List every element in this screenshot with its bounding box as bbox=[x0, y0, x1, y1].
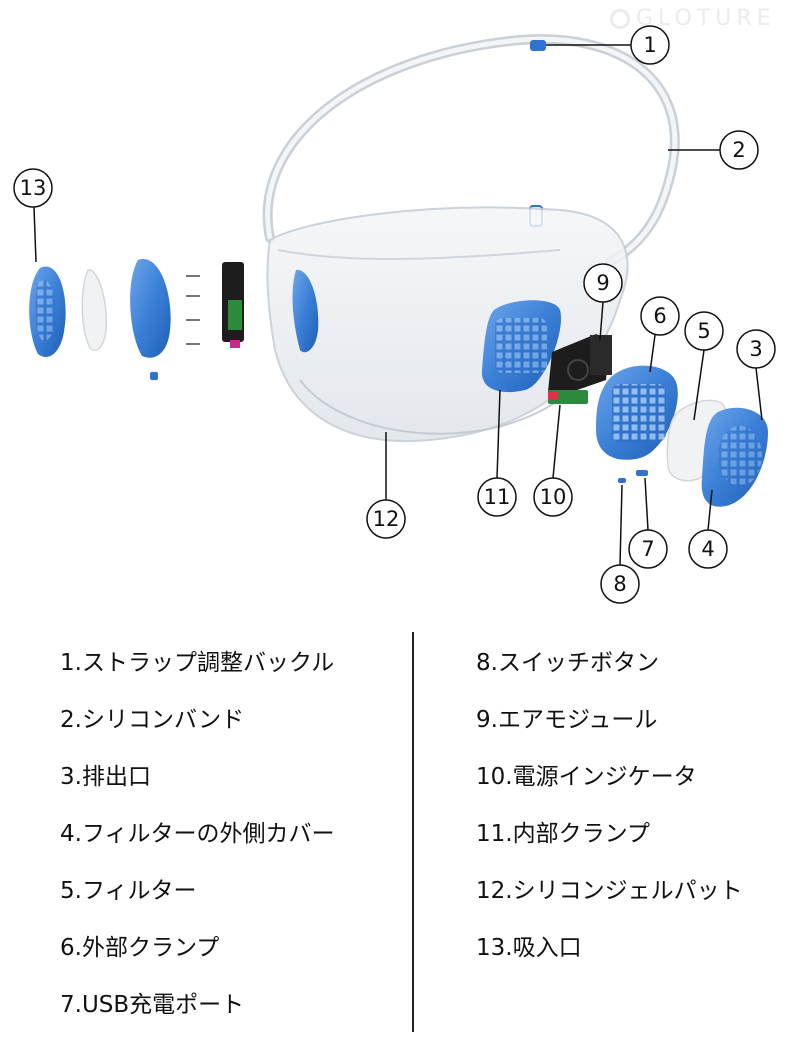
legend-item: 13.吸入口 bbox=[476, 935, 582, 961]
legend-item: 3.排出口 bbox=[60, 764, 151, 790]
legend-item: 5.フィルター bbox=[60, 878, 197, 904]
legend-item: 8.スイッチボタン bbox=[476, 650, 659, 676]
callout-4-label: 4 bbox=[701, 537, 714, 561]
legend-item: 9.エアモジュール bbox=[476, 707, 658, 733]
callout-9: 9 bbox=[583, 263, 623, 303]
legend-item: 2.シリコンバンド bbox=[60, 707, 245, 733]
clear-shell bbox=[266, 206, 629, 442]
legend-divider bbox=[412, 632, 414, 1032]
legend-item: 1.ストラップ調整バックル bbox=[60, 650, 335, 676]
callout-13: 13 bbox=[13, 168, 53, 208]
usb-port-part bbox=[636, 470, 648, 476]
left-module-part bbox=[222, 262, 244, 348]
leader-lines bbox=[33, 44, 763, 566]
callout-8-label: 8 bbox=[613, 572, 626, 596]
callout-13-label: 13 bbox=[20, 176, 47, 200]
exploded-diagram: 1 2 3 4 5 6 7 8 bbox=[13, 25, 776, 604]
left-filter-part bbox=[81, 269, 107, 351]
callout-8: 8 bbox=[600, 564, 640, 604]
callout-7-label: 7 bbox=[641, 537, 654, 561]
brand-logo-icon bbox=[610, 8, 630, 29]
callout-2: 2 bbox=[719, 130, 759, 170]
callout-11-label: 11 bbox=[484, 485, 511, 509]
external-clamp-part bbox=[596, 365, 678, 460]
left-inner-module bbox=[292, 269, 319, 353]
callout-5: 5 bbox=[684, 311, 724, 351]
brand-watermark-text: GLOTURE bbox=[636, 6, 776, 31]
callout-2-label: 2 bbox=[732, 138, 745, 162]
callout-4: 4 bbox=[688, 529, 728, 569]
callout-10-label: 10 bbox=[540, 485, 567, 509]
inlet-cover-part bbox=[29, 266, 66, 358]
callout-6-label: 6 bbox=[653, 304, 666, 328]
legend-item: 10.電源インジケータ bbox=[476, 764, 697, 790]
callout-5-label: 5 bbox=[697, 319, 710, 343]
callout-1: 1 bbox=[630, 25, 670, 65]
callout-11: 11 bbox=[477, 477, 517, 517]
callout-9-label: 9 bbox=[596, 271, 609, 295]
legend-item: 12.シリコンジェルパット bbox=[476, 878, 743, 904]
screws-part bbox=[186, 275, 200, 345]
callout-7: 7 bbox=[628, 529, 668, 569]
callout-3-label: 3 bbox=[749, 337, 762, 361]
strap-buckle bbox=[530, 40, 546, 51]
legend-item: 4.フィルターの外側カバー bbox=[60, 821, 335, 847]
callout-12: 12 bbox=[366, 499, 406, 539]
legend-item: 7.USB充電ポート bbox=[60, 992, 245, 1018]
callout-6: 6 bbox=[640, 296, 680, 336]
left-clamp-part bbox=[130, 259, 171, 380]
legend-item: 6.外部クランプ bbox=[60, 935, 220, 961]
callout-12-label: 12 bbox=[373, 507, 400, 531]
callout-10: 10 bbox=[533, 477, 573, 517]
callout-3: 3 bbox=[736, 329, 776, 369]
switch-button-part bbox=[618, 478, 626, 483]
filter-outer-cover-part bbox=[701, 407, 768, 507]
air-module-part bbox=[548, 334, 612, 404]
callout-1-label: 1 bbox=[643, 33, 656, 57]
brand-watermark: GLOTURE bbox=[610, 6, 776, 31]
parts-legend: 1.ストラップ調整バックル 2.シリコンバンド 3.排出口 4.フィルターの外側… bbox=[0, 632, 800, 1042]
inner-clamp-part bbox=[481, 300, 562, 393]
legend-item: 11.内部クランプ bbox=[476, 821, 650, 847]
